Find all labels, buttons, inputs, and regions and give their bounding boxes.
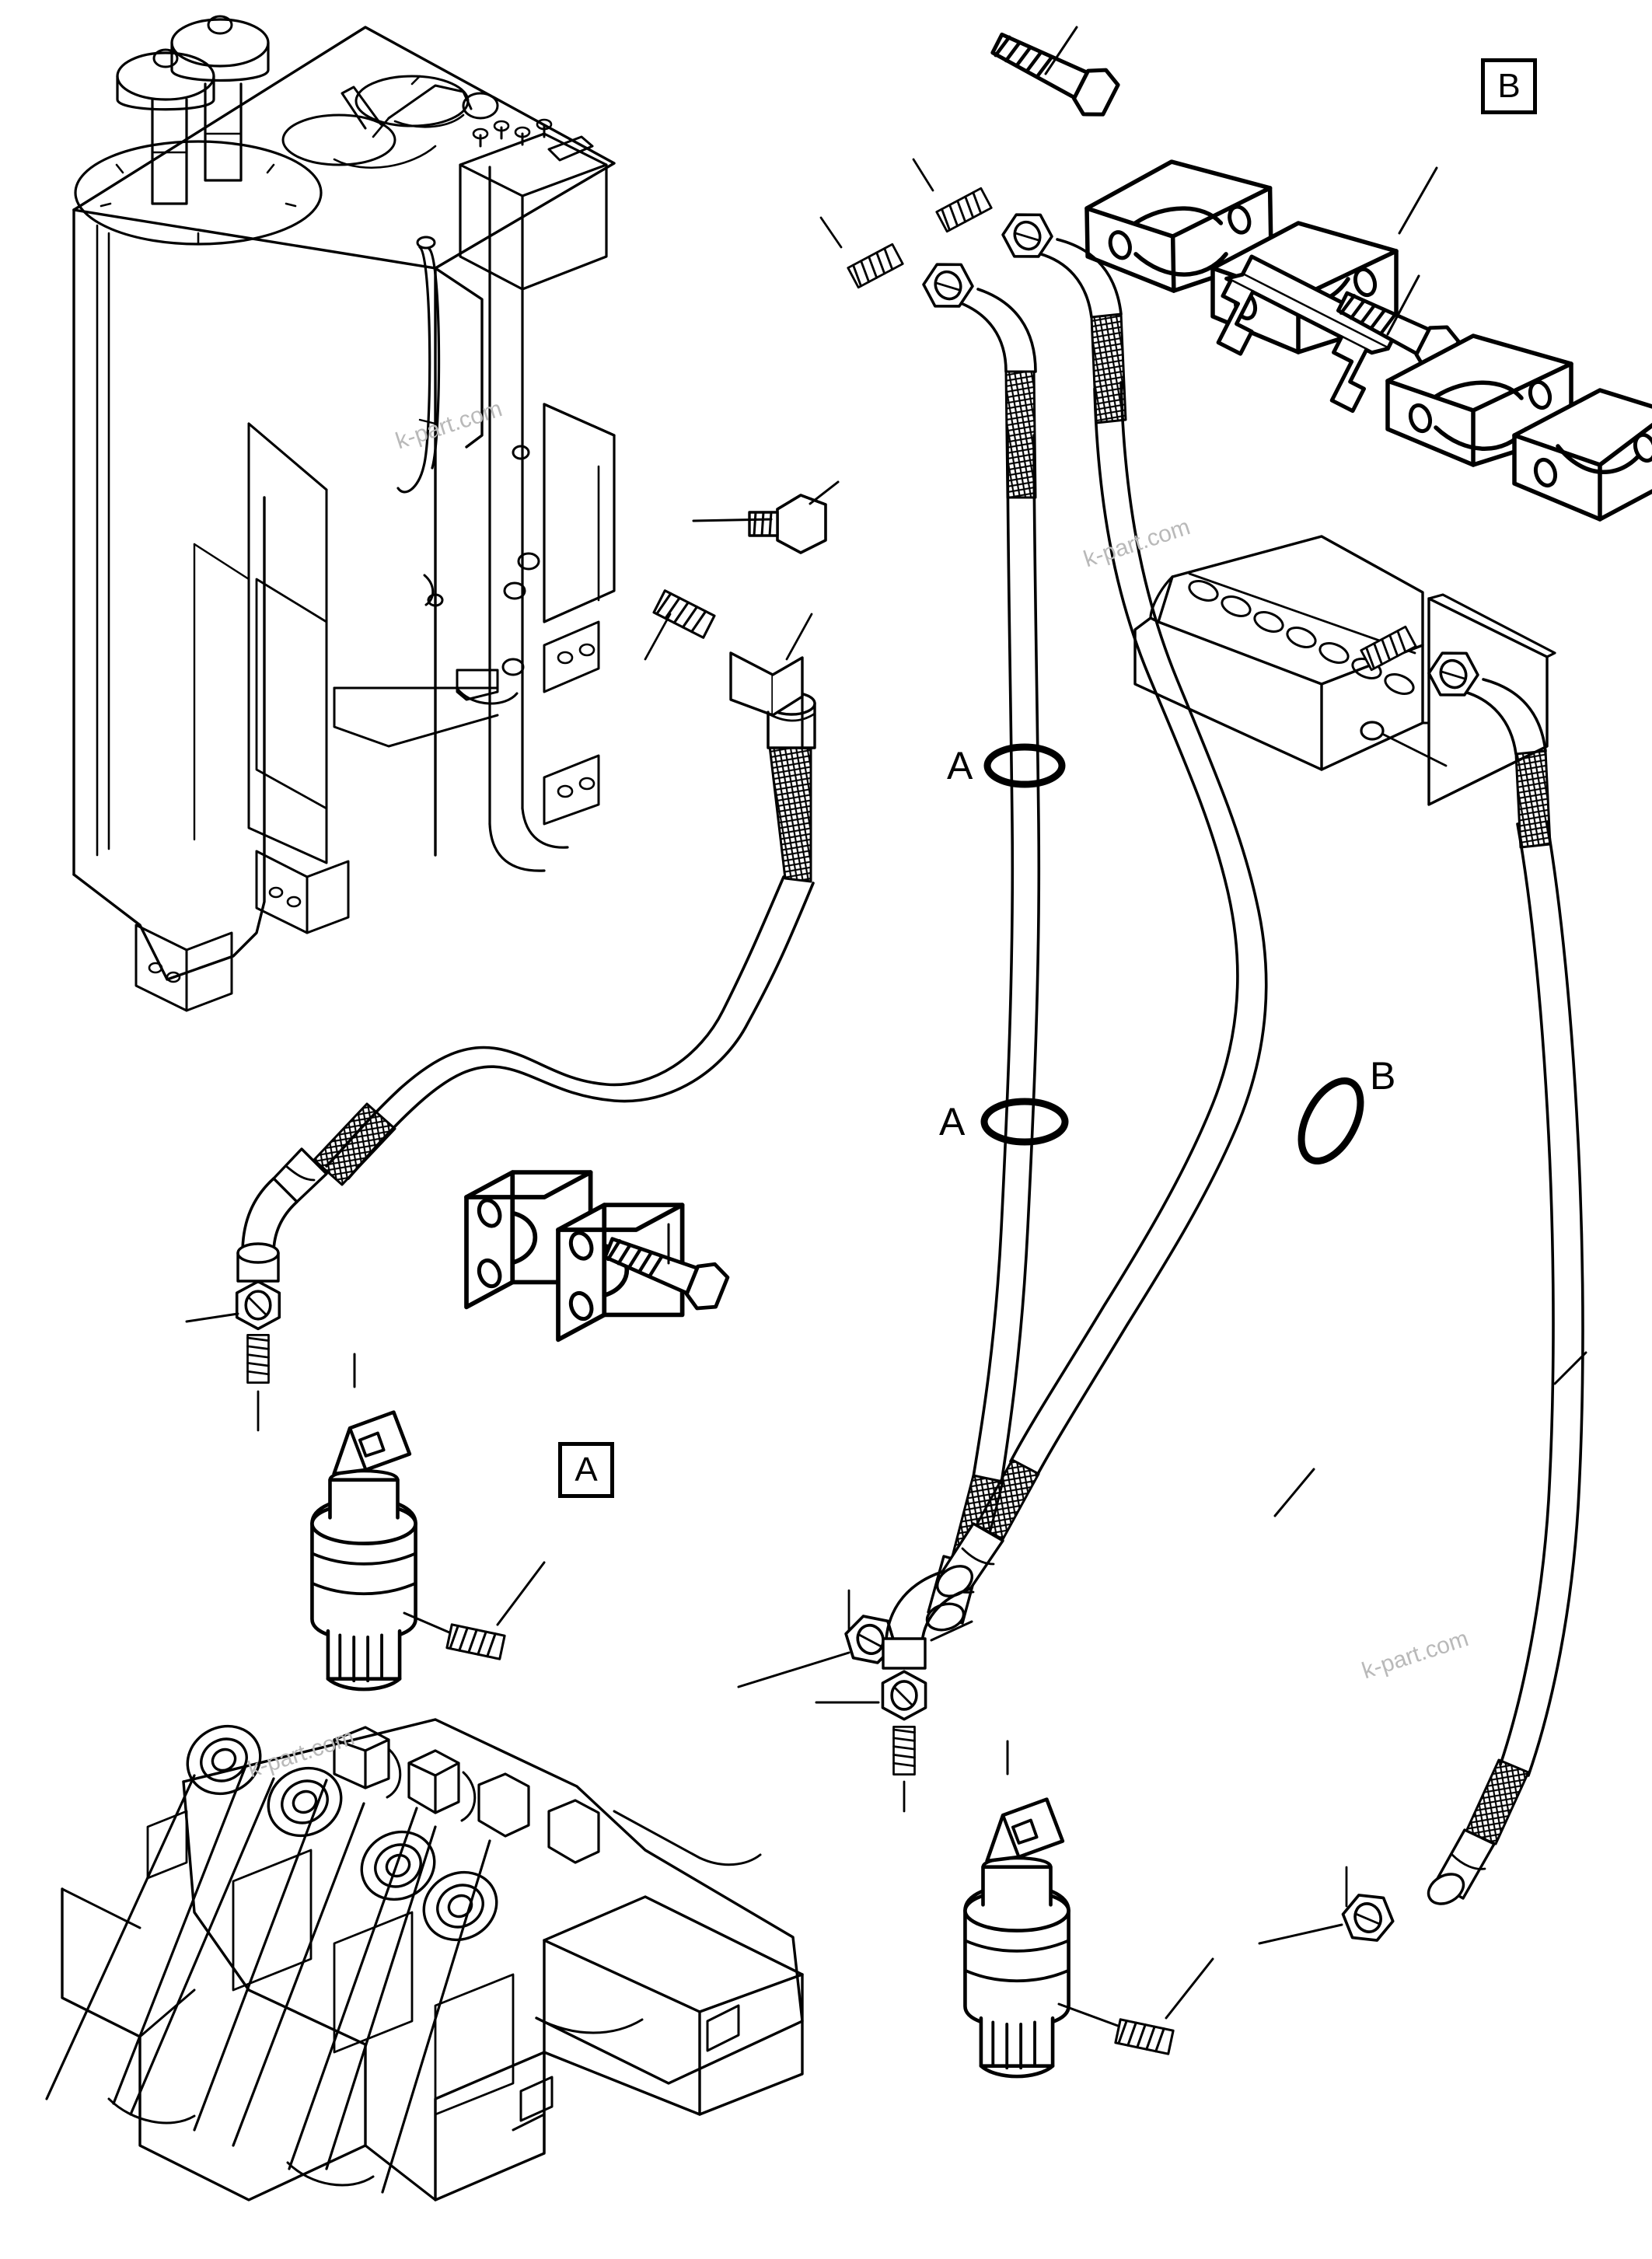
quick-coupler-attachment-frame bbox=[45, 1718, 804, 2201]
hex-bolt-top bbox=[987, 21, 1122, 123]
callout-label: B bbox=[1497, 67, 1521, 105]
hose-right-long bbox=[815, 158, 1268, 1813]
clamp-group-b bbox=[1084, 159, 1652, 522]
section-marker-label-a1: A bbox=[947, 743, 973, 788]
coupler-left-fitting bbox=[445, 1623, 506, 1660]
clamp-group-a bbox=[466, 1172, 731, 1339]
hose-left-upper bbox=[185, 691, 816, 1432]
callout-box-a-mid: A bbox=[558, 1442, 614, 1498]
hose-center-long bbox=[737, 216, 1041, 1688]
hose-lower-right bbox=[1258, 625, 1587, 1950]
hex-plug-upper bbox=[748, 494, 827, 554]
section-ellipse-a1 bbox=[983, 743, 1066, 788]
quick-coupler-right bbox=[965, 1800, 1068, 2076]
coupler-right-fitting bbox=[1114, 2018, 1175, 2055]
marker-text: A bbox=[939, 1100, 966, 1143]
callout-box-b-top: B bbox=[1481, 58, 1537, 114]
section-ellipse-a2 bbox=[980, 1098, 1069, 1146]
section-marker-label-a2: A bbox=[939, 1099, 965, 1144]
hydraulic-oil-tank bbox=[72, 15, 616, 1012]
callout-label: A bbox=[575, 1451, 598, 1489]
valve-manifold-block bbox=[1133, 535, 1556, 806]
section-marker-label-b1: B bbox=[1370, 1053, 1395, 1098]
section-ellipse-b1 bbox=[1298, 1077, 1364, 1165]
marker-text: A bbox=[947, 744, 973, 787]
tank-elbow-fitting-left bbox=[644, 589, 813, 749]
quick-coupler-left bbox=[312, 1412, 415, 1689]
marker-text: B bbox=[1370, 1054, 1396, 1098]
